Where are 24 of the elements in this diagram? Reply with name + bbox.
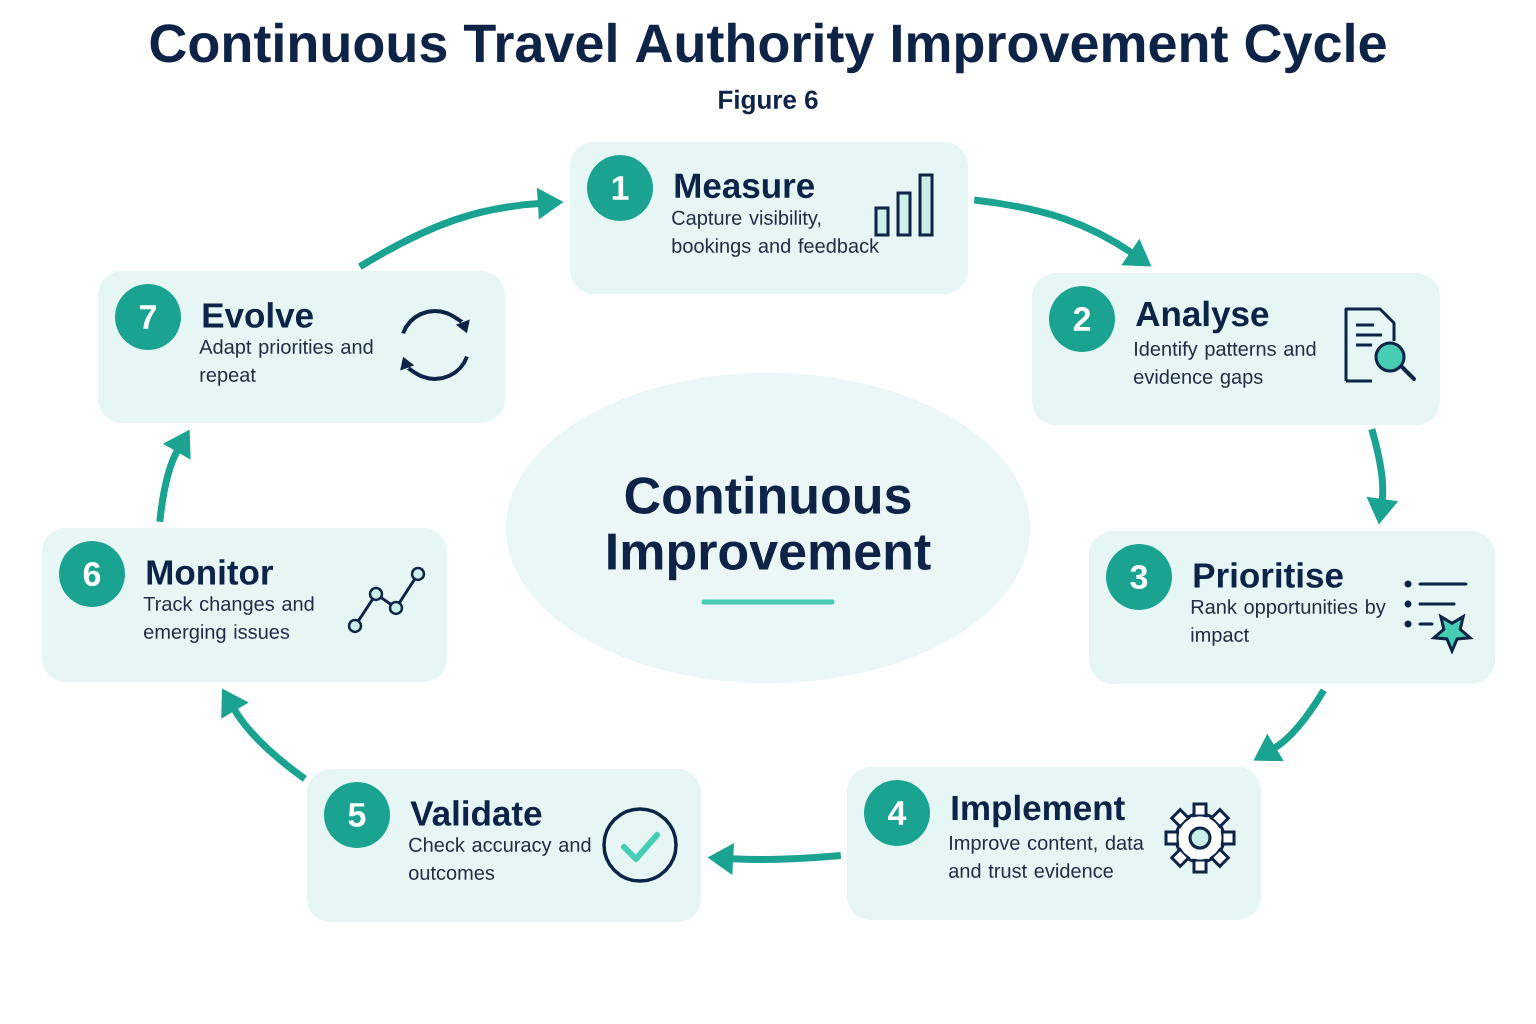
step-heading: Analyse — [1136, 300, 1269, 334]
step-number: 5 — [324, 782, 390, 848]
center-heading: Continuous Improvement — [608, 475, 931, 581]
step-description: Adapt priorities and repeat — [199, 339, 373, 386]
step-heading: Implement — [952, 794, 1125, 828]
step-heading: Validate — [410, 800, 542, 826]
step-number: 7 — [115, 284, 181, 350]
step-number: 6 — [59, 541, 125, 607]
step-number: 2 — [1049, 286, 1115, 352]
figure-caption: Figure 6 — [719, 89, 818, 115]
step-heading: Monitor — [147, 559, 273, 585]
step-number: 4 — [864, 780, 930, 846]
step-description: Track changes and emerging issues — [143, 596, 314, 643]
step-description: Rank opportunities by impact — [1191, 599, 1386, 646]
title: Continuous Travel Authority Improvement Cycle — [150, 22, 1386, 74]
step-heading: Measure — [675, 173, 814, 199]
step-description: Capture visibility, bookings and feedback — [672, 210, 880, 257]
step-description: Check accuracy and outcomes — [409, 837, 591, 880]
step-number: 3 — [1106, 544, 1172, 610]
step-description: Identify patterns and evidence gaps — [1134, 341, 1316, 388]
step-description: Improve content, data and trust evidence — [949, 835, 1144, 878]
step-heading: Evolve — [203, 302, 313, 328]
step-heading: Prioritise — [1194, 562, 1343, 588]
step-number: 1 — [587, 155, 653, 221]
